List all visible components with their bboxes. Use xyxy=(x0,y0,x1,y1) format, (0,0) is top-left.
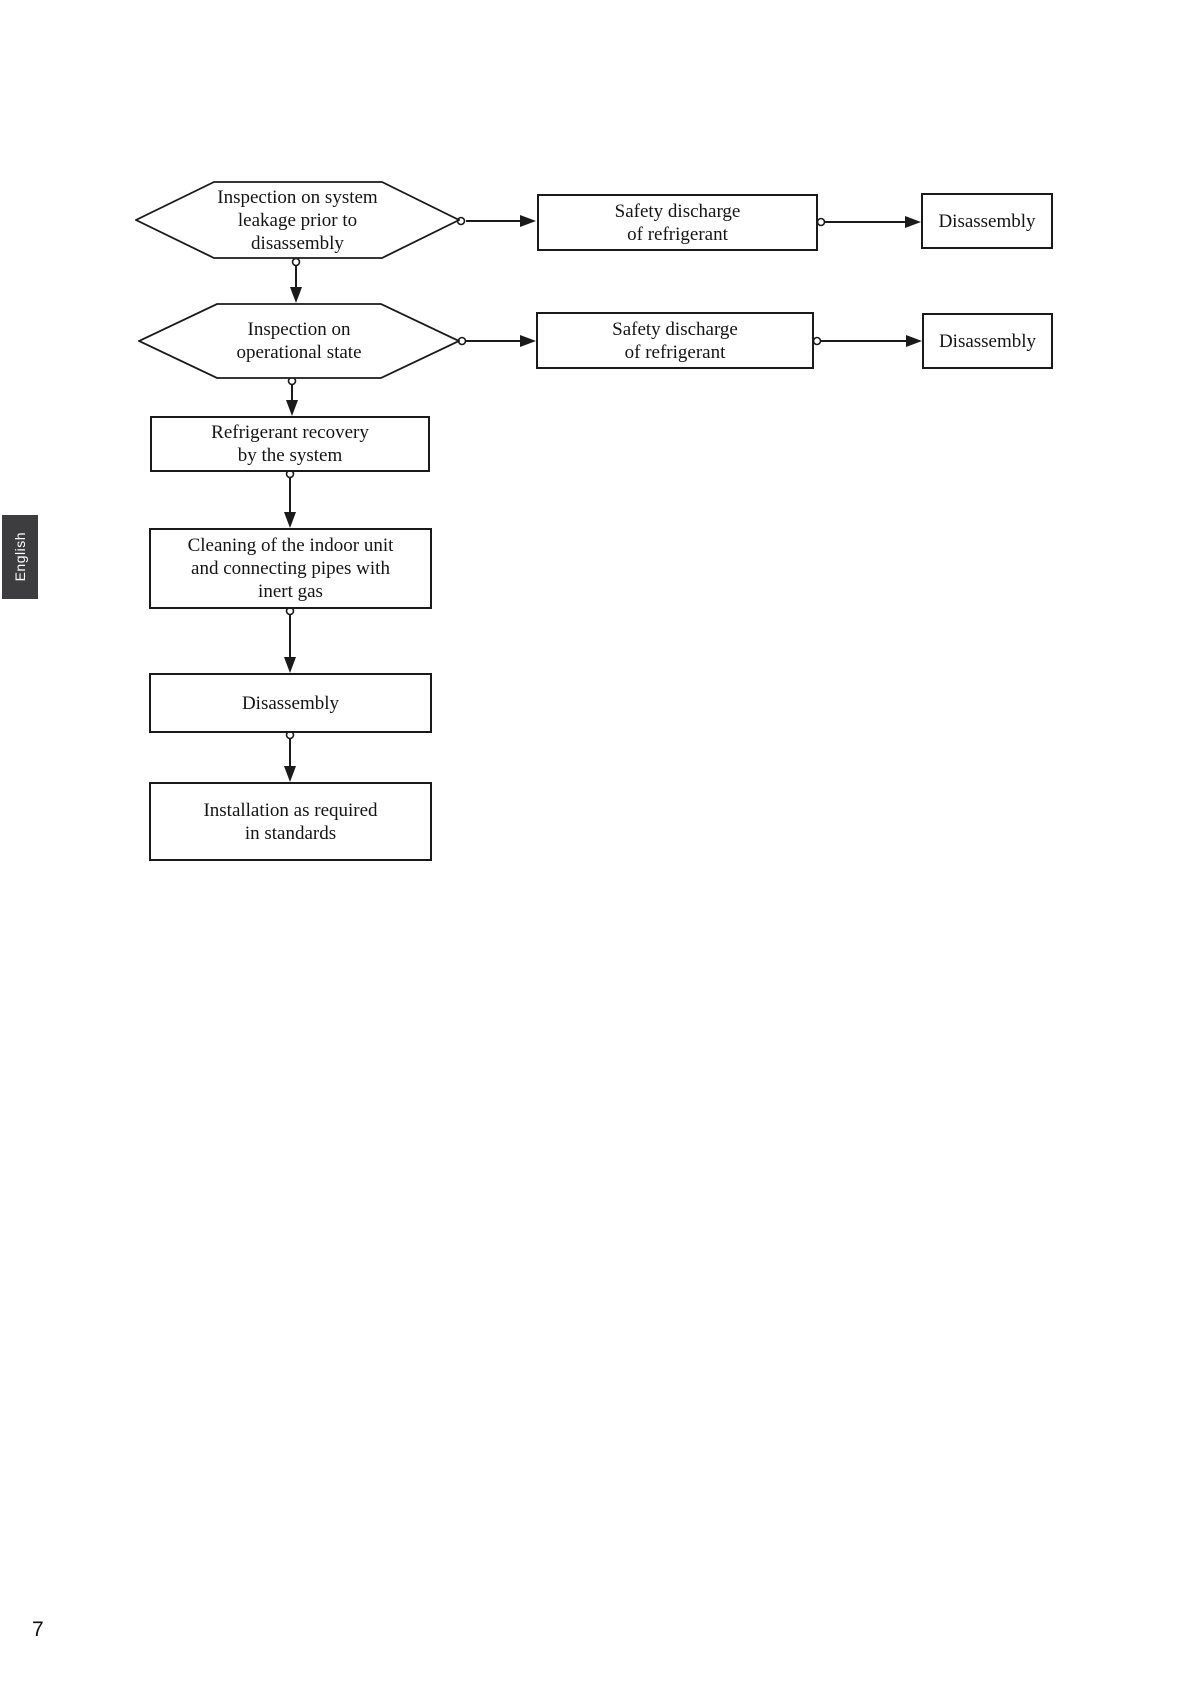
node-label: Inspection on system leakage prior to di… xyxy=(217,186,377,255)
node-label: Disassembly xyxy=(242,692,339,715)
node-label: Installation as required in standards xyxy=(203,799,377,845)
node-label-line: Safety discharge xyxy=(612,318,738,340)
node-label-line: leakage prior to xyxy=(237,209,358,231)
node-label-line: Disassembly xyxy=(938,330,1037,352)
node-disassembly-2: Disassembly xyxy=(922,313,1053,369)
node-label-line: Refrigerant recovery xyxy=(211,422,369,443)
node-label: Cleaning of the indoor unit and connecti… xyxy=(188,534,394,603)
node-label-line: Cleaning of the indoor unit xyxy=(187,535,394,556)
node-disassembly-1: Disassembly xyxy=(921,193,1053,249)
node-safety-discharge-2: Safety discharge of refrigerant xyxy=(536,312,814,369)
node-label: Safety discharge of refrigerant xyxy=(615,200,741,246)
node-label: Inspection on operational state xyxy=(236,318,361,364)
node-label: Disassembly xyxy=(938,210,1035,233)
node-refrigerant-recovery: Refrigerant recovery by the system xyxy=(150,416,430,472)
node-label-line: Safety discharge xyxy=(614,200,741,222)
node-label-line: Disassembly xyxy=(938,210,1036,232)
node-label: Safety discharge of refrigerant xyxy=(612,318,738,364)
hexagon-shape xyxy=(138,303,460,379)
node-installation-standards: Installation as required in standards xyxy=(149,782,432,861)
edge-safety2-to-disassembly2 xyxy=(812,335,922,347)
node-label-line: disassembly xyxy=(251,232,344,254)
hexagon-shape xyxy=(135,181,460,259)
node-label-line: of refrigerant xyxy=(624,341,726,363)
edge-operational-to-recovery xyxy=(286,376,298,416)
edge-operational-to-safety2 xyxy=(457,335,536,347)
edge-leakage-to-safety1 xyxy=(456,215,536,227)
node-label: Disassembly xyxy=(939,330,1036,353)
node-label-line: inert gas xyxy=(258,581,323,602)
edge-leakage-to-operational xyxy=(290,257,302,303)
language-tab-english: English xyxy=(2,515,38,599)
page-number: 7 xyxy=(32,1618,44,1641)
node-label-line: Inspection on xyxy=(247,319,351,340)
edge-disassembly3-to-installation xyxy=(284,730,296,782)
edge-recovery-to-cleaning xyxy=(284,469,296,528)
node-label-line: Disassembly xyxy=(241,692,340,714)
node-label-line: Inspection on system xyxy=(217,186,378,208)
node-inspection-operational: Inspection on operational state xyxy=(138,303,460,379)
node-inspection-leakage: Inspection on system leakage prior to di… xyxy=(135,181,460,259)
edge-cleaning-to-disassembly3 xyxy=(284,606,296,673)
node-cleaning-inert-gas: Cleaning of the indoor unit and connecti… xyxy=(149,528,432,609)
node-disassembly-3: Disassembly xyxy=(149,673,432,733)
node-label-line: Installation as required xyxy=(203,799,378,821)
node-safety-discharge-1: Safety discharge of refrigerant xyxy=(537,194,818,251)
node-label-line: by the system xyxy=(237,445,343,466)
node-label-line: in standards xyxy=(244,822,337,844)
edge-safety1-to-disassembly1 xyxy=(816,216,921,228)
language-tab-label: English xyxy=(12,532,28,582)
node-label: Refrigerant recovery by the system xyxy=(211,421,369,467)
node-label-line: of refrigerant xyxy=(627,223,728,245)
node-label-line: operational state xyxy=(236,342,362,363)
node-label-line: and connecting pipes with xyxy=(191,558,390,579)
